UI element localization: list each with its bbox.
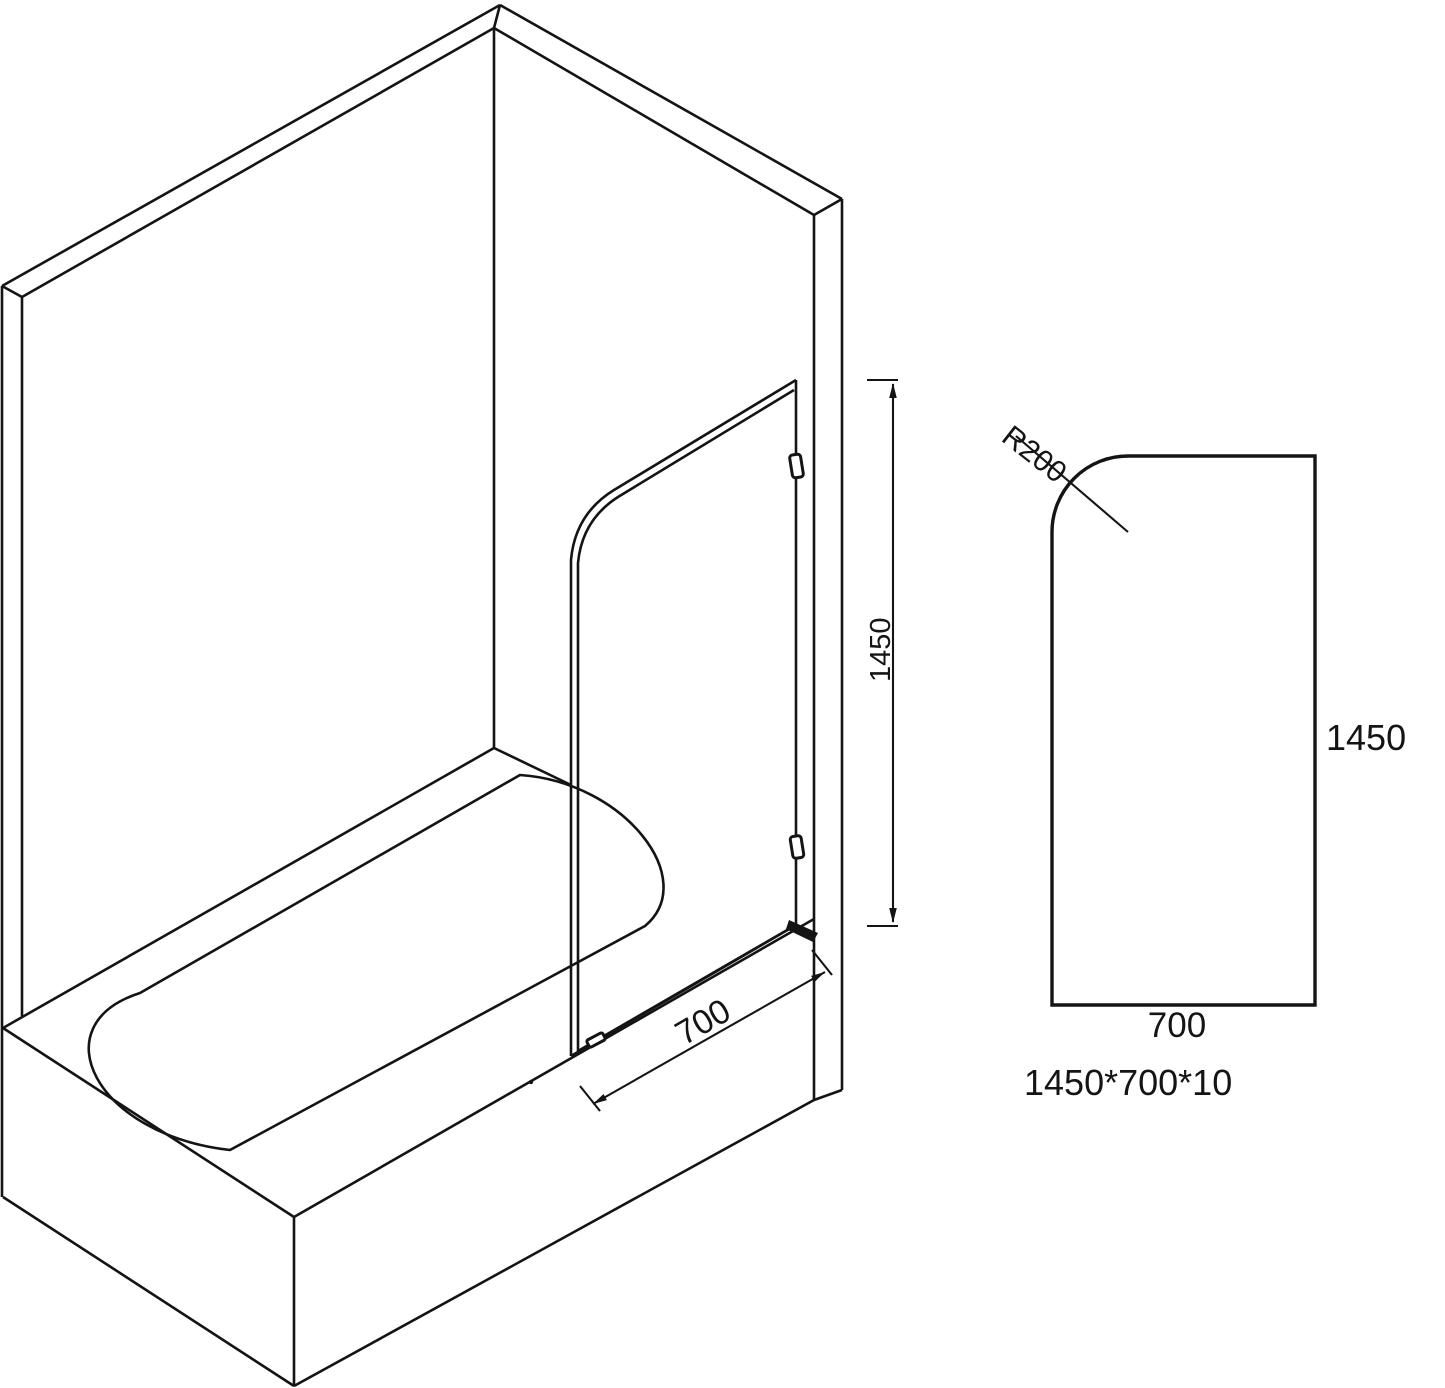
left-wall-inner-top-edge bbox=[21, 26, 495, 299]
label-panel-height: 1450 bbox=[1326, 717, 1406, 758]
screen-top-inner-edge bbox=[576, 388, 795, 1051]
bracket-icon bbox=[585, 1031, 607, 1049]
isometric-view: 1450 700 bbox=[0, 3, 898, 1388]
hinge-icon bbox=[788, 452, 805, 480]
drawing-speck bbox=[528, 1079, 534, 1085]
label-iso-width: 700 bbox=[669, 992, 737, 1053]
dim-arrow-up bbox=[889, 383, 897, 398]
tub-rim-back-left-edge bbox=[2, 746, 495, 1030]
dim-ext-tick-left bbox=[579, 1085, 601, 1112]
screen-bottom-corner-wedge bbox=[786, 920, 818, 942]
label-corner-radius: R200 bbox=[996, 420, 1073, 490]
bathtub bbox=[2, 746, 815, 1388]
left-wall-outer-top-edge bbox=[1, 3, 501, 288]
radius-leader-line bbox=[1015, 435, 1129, 533]
dim-line-slanted bbox=[592, 971, 826, 1105]
panel-front-view: R200 1450 700 1450*700*10 bbox=[996, 420, 1406, 1103]
label-panel-size-spec: 1450*700*10 bbox=[1024, 1062, 1232, 1103]
dim-ext-tick-right bbox=[811, 949, 833, 976]
left-wall bbox=[0, 3, 502, 1197]
hinge-icon bbox=[788, 834, 806, 860]
tub-bottom-front-right-edge bbox=[293, 1098, 815, 1388]
tub-rim-back-right-edge bbox=[493, 746, 572, 787]
label-iso-height: 1450 bbox=[865, 617, 897, 682]
right-wall-bottom-bevel bbox=[813, 1088, 843, 1102]
panel-outline bbox=[1050, 454, 1317, 1007]
screen-hinge-top bbox=[788, 452, 805, 480]
right-wall-top-bevel bbox=[813, 197, 843, 217]
tub-basin-opening bbox=[87, 773, 665, 1152]
tub-rim-front-right-edge bbox=[293, 917, 815, 1219]
dim-arrow-right bbox=[811, 972, 825, 982]
left-wall-apex-bevel bbox=[492, 4, 502, 29]
screen-hinge-bottom bbox=[788, 834, 806, 860]
dim-arrow-down bbox=[889, 908, 897, 923]
right-wall-inner-top-edge bbox=[493, 26, 815, 217]
glass-screen bbox=[569, 378, 818, 1058]
right-wall bbox=[493, 3, 844, 1102]
left-wall-corner-bevel bbox=[1, 284, 23, 299]
dim-arrow-left bbox=[593, 1094, 607, 1104]
dimension-height-1450: 1450 bbox=[865, 378, 898, 928]
right-wall-outer-top-edge bbox=[499, 3, 843, 201]
label-panel-width: 700 bbox=[1148, 1006, 1206, 1045]
screen-bottom-bracket bbox=[585, 1031, 607, 1049]
tub-bottom-front-left-edge bbox=[2, 1195, 295, 1388]
screen-bottom-inner-edge bbox=[577, 927, 790, 1053]
screen-top-outer-edge bbox=[569, 378, 797, 1056]
tub-rim-front-left-edge bbox=[2, 1026, 295, 1219]
